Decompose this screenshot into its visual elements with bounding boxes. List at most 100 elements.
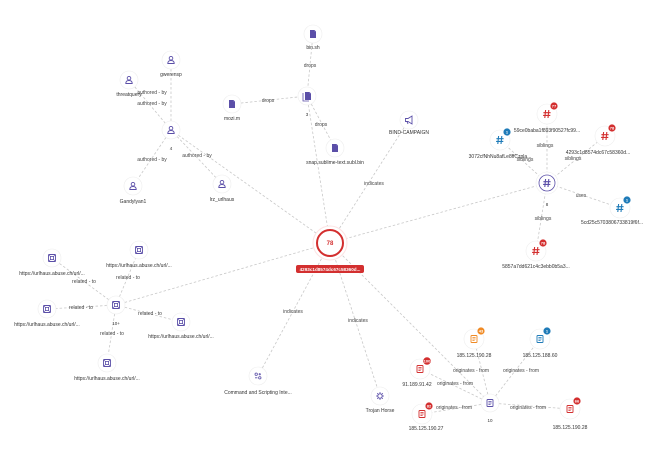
badge: 1 — [506, 129, 509, 134]
malware-icon — [376, 392, 384, 400]
node-hash-59ce[interactable]: 77 59ce0baba1f893f90527fc99... — [514, 102, 580, 134]
node-label: BIND-CAMPAIGN — [389, 130, 429, 136]
node-label: 185.125.190.27 — [409, 426, 444, 432]
node-lrz-urlhaus[interactable]: lrz_urlhaus — [210, 174, 235, 203]
badge: 43 — [479, 328, 484, 333]
node-label: lrz_urlhaus — [210, 197, 235, 203]
node-label: https://urlhaus.abuse.ch/url/... — [74, 376, 140, 382]
node-url-c[interactable]: https://urlhaus.abuse.ch/url/... — [14, 299, 80, 328]
node-label: Command and Scripting Inte... — [224, 390, 292, 396]
node-ip-185-125-188-60[interactable]: 1 185.125.188.60 — [523, 327, 558, 359]
node-label: 4293c1d8574dc67c58360d... — [566, 150, 631, 156]
file-icon — [310, 30, 316, 38]
node-count: 10 — [487, 418, 493, 423]
node-label: 5cd25c5703806733819f6f... — [581, 220, 643, 226]
badge: 77 — [552, 103, 557, 108]
edge-label-originates-from: originates - from — [453, 368, 489, 374]
node-count: 4 — [170, 146, 173, 151]
megaphone-icon — [405, 115, 413, 125]
edge-label-siblings: siblings — [565, 156, 582, 162]
edge-label-related-to: related - to — [116, 275, 140, 281]
edge-label-originates-from: originates - from — [510, 405, 546, 411]
badge: 78 — [610, 125, 615, 130]
node-url-e[interactable]: https://urlhaus.abuse.ch/url/... — [74, 353, 140, 382]
edge-label-drops: drops — [304, 63, 317, 69]
node-label: 5857a7dd621c4c3ebb0b5a3... — [502, 264, 570, 270]
edge-label-related-to: related - to — [100, 331, 124, 337]
node-label: https://urlhaus.abuse.ch/url/... — [19, 271, 85, 277]
edge-label-authored-by: authored - by — [182, 153, 212, 159]
edge-label-indicates: indicates — [364, 181, 384, 187]
edge-label-related-to: related - to — [138, 311, 162, 317]
node-bin-sh[interactable]: bin.sh — [303, 24, 323, 51]
node-count: 10+ — [112, 321, 120, 326]
node-url-b[interactable]: https://urlhaus.abuse.ch/url/... — [106, 240, 172, 269]
edge-label-drops: drops — [262, 98, 275, 104]
node-hash-5857[interactable]: 78 5857a7dd621c4c3ebb0b5a3... — [502, 239, 570, 270]
node-ip-91-189[interactable]: 100 91.189.91.42 — [402, 357, 432, 388]
edge-label-originates-from: originates - from — [436, 405, 472, 411]
edge-labels: drops drops drops authored - by authored… — [69, 63, 587, 411]
edge-label-uses: uses — [576, 193, 587, 199]
badge: 100 — [424, 358, 431, 363]
edge-label-related-to: related - to — [72, 279, 96, 285]
center-node[interactable]: 78 4293c1d8574dc67c58360d... — [296, 225, 364, 273]
node-label: 59ce0baba1f893f90527fc99... — [514, 128, 580, 134]
node-ips-group[interactable]: 10 — [480, 393, 500, 423]
node-ip-185-125-190-27[interactable]: 82 185.125.190.27 — [409, 402, 444, 432]
node-trojan-horse[interactable]: Trojan Horse — [366, 386, 395, 414]
badge: 66 — [575, 398, 580, 403]
edge-label-indicates: indicates — [348, 318, 368, 324]
node-siblings-group[interactable]: 8 — [535, 171, 559, 207]
node-command-scripting[interactable]: Command and Scripting Inte... — [224, 366, 292, 396]
edge-label-siblings: siblings — [537, 143, 554, 149]
edge-label-originates-from: originates - from — [503, 368, 539, 374]
node-count: 8 — [546, 202, 549, 207]
node-gwerensp[interactable]: gwerensp — [160, 50, 182, 78]
node-hash-5cd2[interactable]: 1 5cd25c5703806733819f6f... — [581, 196, 643, 226]
node-label: 185.125.190.28 — [553, 425, 588, 431]
edge-label-authored-by: authored - by — [137, 157, 167, 163]
node-gandylyan1[interactable]: Gandylyan1 — [120, 176, 147, 205]
hash-group-icon — [538, 174, 556, 192]
badge: 82 — [427, 403, 432, 408]
node-ip-185-125-190-28b[interactable]: 66 185.125.190.28 — [553, 397, 588, 431]
file-group-icon — [302, 92, 311, 102]
node-urls-group[interactable]: 10+ — [106, 295, 126, 326]
node-label: Trojan Horse — [366, 408, 395, 414]
node-label: 185.125.188.60 — [523, 353, 558, 359]
node-ip-185-125-190-28[interactable]: 43 185.125.190.28 — [457, 327, 492, 359]
node-label: https://urlhaus.abuse.ch/url/... — [106, 263, 172, 269]
node-label: 3072cfNhNu8afLe8ffCzpla... — [469, 154, 532, 160]
node-label: threatquery — [116, 92, 142, 98]
node-label: gwerensp — [160, 72, 182, 78]
node-count: 3 — [306, 112, 309, 117]
node-bind-campaign[interactable]: BIND-CAMPAIGN — [389, 110, 429, 136]
edge-label-related-to: related - to — [69, 305, 93, 311]
node-url-d[interactable]: https://urlhaus.abuse.ch/url/... — [148, 312, 214, 340]
edge-label-originates-from: originates - from — [437, 381, 473, 387]
edge-label-indicates: indicates — [283, 309, 303, 315]
node-label: snap.sublime-text.subl.bin — [306, 160, 364, 166]
center-label: 4293c1d8574dc67c58360d... — [300, 267, 361, 272]
node-mozi-m[interactable]: mozi.m — [222, 94, 242, 122]
node-label: bin.sh — [306, 45, 320, 51]
node-snap-sublime[interactable]: snap.sublime-text.subl.bin — [306, 138, 364, 166]
node-label: 185.125.190.28 — [457, 353, 492, 359]
badge: 1 — [546, 328, 549, 333]
node-url-a[interactable]: https://urlhaus.abuse.ch/url/... — [19, 248, 85, 277]
node-threatquery[interactable]: threatquery — [116, 70, 142, 98]
file-icon — [332, 144, 338, 152]
node-label: 91.189.91.42 — [402, 382, 431, 388]
edge-label-siblings: siblings — [535, 216, 552, 222]
file-icon — [229, 100, 235, 108]
node-authors-group[interactable]: 4 — [161, 120, 181, 151]
node-hash-4293[interactable]: 78 4293c1d8574dc67c58360d... — [566, 124, 631, 156]
node-label: https://urlhaus.abuse.ch/url/... — [14, 322, 80, 328]
node-files-group[interactable]: 3 — [297, 86, 317, 117]
badge: 78 — [541, 240, 546, 245]
node-hash-3072[interactable]: 1 3072cfNhNu8afLe8ffCzpla... — [469, 128, 532, 160]
edge-label-siblings: siblings — [517, 157, 534, 163]
edge-label-authored-by: authored - by — [137, 101, 167, 107]
